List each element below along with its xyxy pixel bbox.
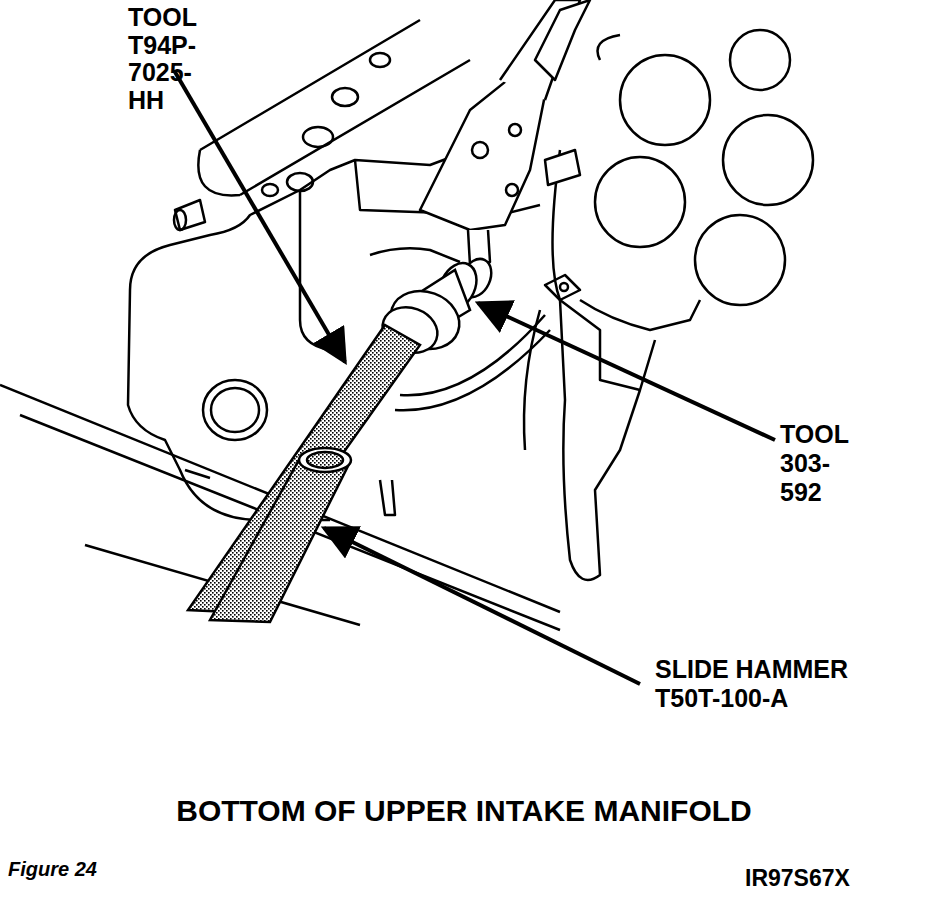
image-code: IR97S67X — [745, 866, 920, 891]
tool-label: SLIDE HAMMER T50T-100-A — [655, 655, 895, 713]
tool-label: TOOL T94P-7025-HH — [128, 4, 197, 114]
leader-line — [175, 72, 775, 684]
figure-number: Figure 24 — [8, 858, 208, 880]
tool-label: TOOL 303-592 — [780, 420, 849, 506]
figure-caption: BOTTOM OF UPPER INTAKE MANIFOLD — [0, 794, 928, 828]
